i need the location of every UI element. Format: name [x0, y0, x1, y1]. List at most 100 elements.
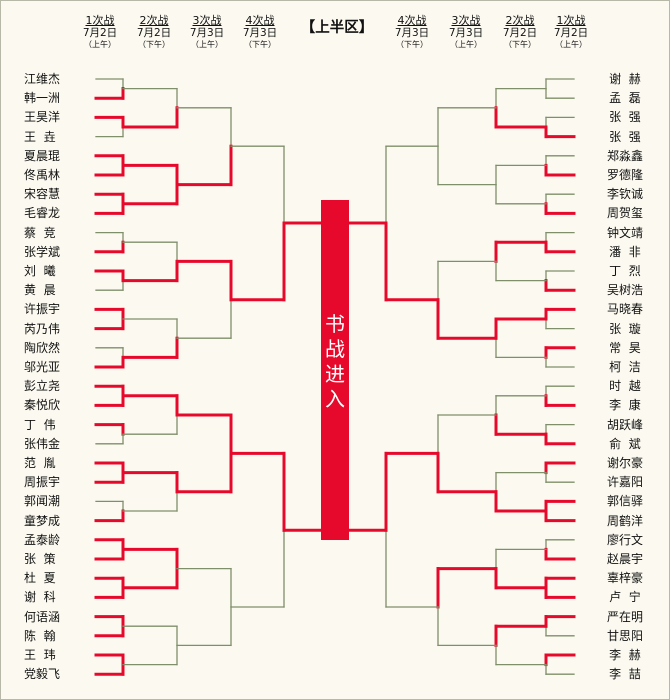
round-label: 1次战: [556, 14, 586, 27]
player-name-right: 李 赫: [609, 648, 641, 662]
final-label-char: 入: [325, 387, 345, 411]
player-name-right: 廖行文: [606, 532, 643, 547]
round-date: 7月2日: [553, 27, 589, 39]
player-name-left: 周振宇: [24, 475, 61, 490]
player-name-right: 张 强: [609, 129, 641, 144]
player-name-right: 赵晨宇: [606, 552, 643, 566]
player-name-right: 吴树浩: [606, 283, 643, 298]
player-name-right: 许嘉阳: [606, 475, 643, 490]
player-name-right: 马晓春: [606, 302, 643, 317]
bracket-title: 【上半区】: [300, 20, 374, 36]
player-name-left: 刘 曦: [24, 264, 56, 278]
player-name-left: 秦悦欣: [24, 398, 61, 413]
player-name-right: 谢尔豪: [606, 456, 643, 470]
round-date: 7月2日: [82, 27, 118, 39]
player-name-right: 柯 洁: [609, 360, 641, 374]
player-name-right: 李 康: [609, 398, 641, 413]
player-name-left: 范 胤: [24, 456, 56, 470]
round-date: 7月3日: [189, 27, 225, 39]
player-name-left: 陈 翰: [24, 628, 56, 643]
player-name-left: 党毅飞: [24, 667, 61, 682]
player-name-right: 卢 宁: [609, 590, 641, 605]
player-name-right: 李 喆: [609, 667, 641, 682]
player-name-right: 周贺玺: [606, 206, 643, 221]
player-name-left: 黄 晨: [24, 283, 56, 298]
player-name-left: 蔡 竞: [24, 225, 56, 240]
player-name-left: 芮乃伟: [24, 321, 61, 336]
player-name-left: 郭闻潮: [24, 494, 61, 509]
final-label: 书战进入: [321, 312, 349, 412]
round-session: （下午）: [504, 40, 536, 49]
player-name-right: 张 强: [609, 110, 641, 125]
round-date: 7月3日: [242, 27, 278, 39]
player-name-left: 丁 伟: [24, 417, 56, 432]
player-name-right: 孟 磊: [609, 91, 641, 106]
round-label: 1次战: [85, 14, 115, 27]
player-name-right: 胡跃峰: [606, 417, 643, 432]
player-name-left: 王 垚: [24, 129, 56, 144]
player-name-left: 童梦成: [24, 513, 61, 528]
player-name-left: 夏晨琨: [24, 148, 61, 163]
player-name-left: 张 策: [24, 552, 56, 566]
player-name-right: 辜梓豪: [606, 571, 643, 586]
player-name-left: 江维杰: [24, 72, 61, 86]
round-session: （下午）: [138, 40, 170, 49]
player-name-right: 潘 非: [609, 244, 641, 259]
player-name-left: 王 玮: [24, 648, 56, 662]
round-label: 3次战: [451, 14, 481, 27]
player-name-left: 佟禹林: [24, 168, 61, 182]
round-date: 7月2日: [136, 27, 172, 39]
player-name-right: 钟文靖: [606, 225, 643, 240]
player-name-right: 罗德隆: [606, 168, 643, 182]
player-name-left: 何语涵: [24, 609, 61, 624]
player-name-left: 张学斌: [24, 244, 61, 259]
round-label: 4次战: [397, 14, 427, 27]
player-name-right: 李钦诚: [606, 187, 643, 202]
player-name-right: 周鹤洋: [606, 513, 643, 528]
round-session: （上午）: [191, 40, 223, 49]
round-session: （上午）: [555, 40, 587, 49]
player-name-right: 丁 烈: [609, 264, 641, 278]
player-name-left: 宋容慧: [24, 187, 61, 202]
final-box: 书战进入: [321, 200, 349, 540]
round-label: 2次战: [139, 14, 169, 27]
player-name-right: 谢 赫: [609, 72, 641, 86]
player-name-right: 郭信驿: [606, 494, 643, 509]
round-date: 7月2日: [502, 27, 538, 39]
final-label-char: 进: [325, 362, 345, 386]
round-session: （下午）: [244, 40, 276, 49]
round-session: （下午）: [396, 40, 428, 49]
round-session: （上午）: [84, 40, 116, 49]
player-name-left: 谢 科: [24, 590, 56, 605]
player-name-left: 张伟金: [24, 436, 61, 451]
round-label: 3次战: [192, 14, 222, 27]
player-name-left: 邬光亚: [24, 360, 61, 374]
player-name-left: 孟泰龄: [24, 532, 61, 547]
player-name-right: 俞 斌: [609, 436, 641, 451]
player-name-left: 王昊洋: [24, 110, 61, 125]
player-name-left: 杜 夏: [24, 571, 56, 586]
player-name-right: 严在明: [606, 609, 643, 624]
player-name-right: 张 璇: [609, 321, 641, 336]
final-label-char: 战: [325, 337, 345, 361]
final-label-char: 书: [325, 312, 345, 336]
round-session: （上午）: [450, 40, 482, 49]
player-name-left: 许振宇: [24, 302, 61, 317]
round-label: 2次战: [505, 14, 535, 27]
player-name-left: 韩一洲: [24, 91, 61, 106]
round-label: 4次战: [245, 14, 275, 27]
player-name-left: 毛睿龙: [24, 206, 61, 221]
round-date: 7月3日: [394, 27, 430, 39]
round-date: 7月3日: [448, 27, 484, 39]
player-name-left: 彭立尧: [24, 379, 61, 394]
player-name-right: 时 越: [609, 379, 641, 394]
